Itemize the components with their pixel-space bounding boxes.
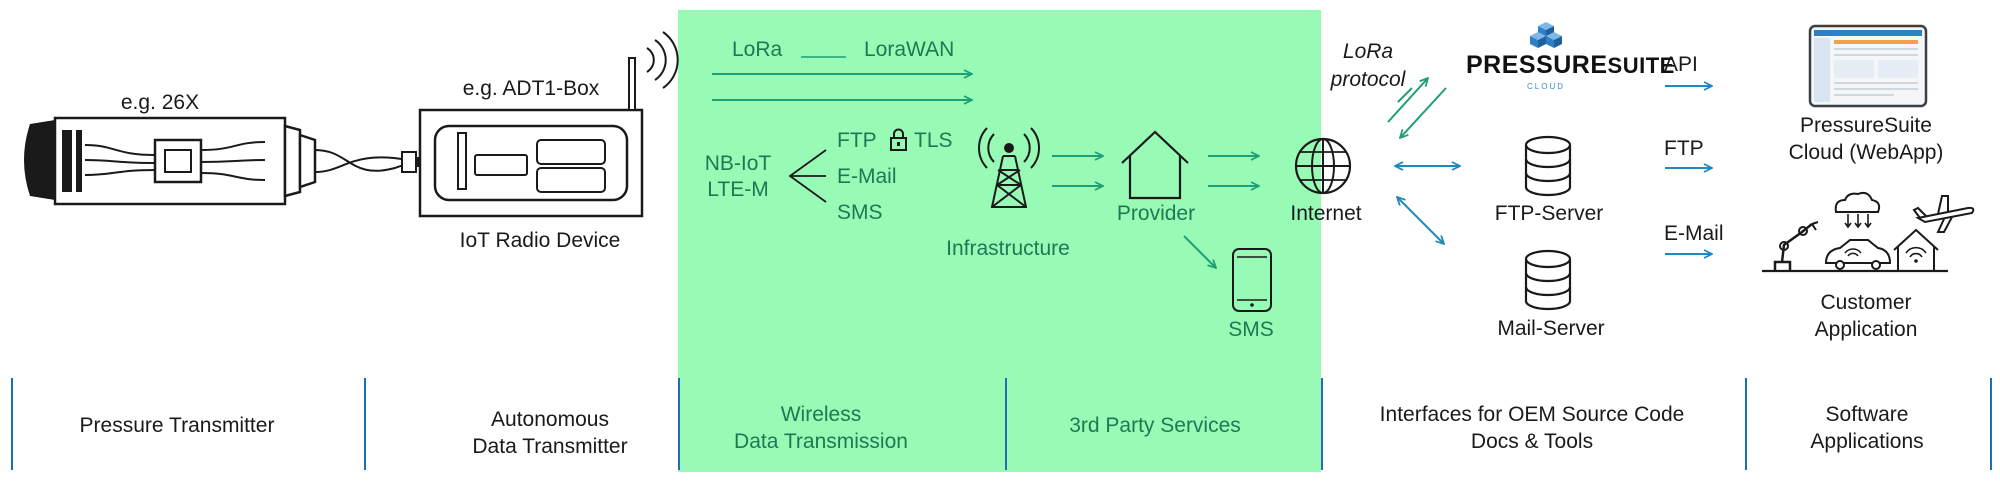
category-software-applications: Software Applications [1810, 401, 1923, 455]
category-line: Interfaces for OEM Source Code [1379, 403, 1685, 426]
category-pressure-transmitter: Pressure Transmitter [80, 412, 275, 439]
ftp-label: FTP [837, 129, 877, 152]
lora-label: LoRa [732, 38, 783, 61]
divider [364, 378, 366, 470]
output-arrows [1665, 86, 1712, 254]
radio-example-label: e.g. ADT1-Box [462, 77, 600, 100]
lora-protocol-label: LoRa protocol [1331, 38, 1406, 94]
server-link-arrows [1395, 166, 1460, 244]
mail-server-label: Mail-Server [1497, 317, 1605, 340]
nbiot-fan-lines [788, 149, 827, 203]
divider [1005, 378, 1007, 470]
mail-database-icon [1524, 249, 1572, 311]
category-autonomous-data-transmitter: Autonomous Data Transmitter [472, 406, 627, 460]
sms-phone-label: SMS [1228, 318, 1274, 341]
pressuresuite-logo: PRESSURESUITE [1466, 51, 1675, 80]
customer-application-icon [1762, 191, 1975, 273]
ltem-line: LTE-M [707, 178, 769, 202]
pressure-transmitter-icon [24, 116, 422, 206]
lock-icon [890, 128, 907, 151]
customer-line1: Customer [1820, 291, 1912, 314]
category-line: Wireless [780, 403, 862, 426]
api-label: API [1664, 53, 1698, 76]
lora-protocol-line2: protocol [1330, 68, 1406, 91]
category-line: 3rd Party Services [1069, 414, 1241, 437]
email-output-label: E-Mail [1664, 222, 1724, 245]
ftp-database-icon [1524, 135, 1572, 197]
brand-cloud: CLOUD [1526, 82, 1566, 91]
divider [11, 378, 13, 470]
cloud-webapp-label: PressureSuite Cloud (WebApp) [1789, 112, 1944, 166]
lorawan-label: LoraWAN [864, 38, 955, 61]
internet-label: Internet [1290, 202, 1362, 225]
category-line: Software [1825, 403, 1909, 426]
divider [1321, 378, 1323, 470]
divider [1990, 378, 1992, 470]
category-line: Data Transmission [734, 430, 908, 453]
ftp-server-label: FTP-Server [1494, 202, 1604, 225]
radio-device-caption: IoT Radio Device [459, 229, 621, 252]
radio-tower-icon [978, 127, 1040, 208]
smartphone-icon [1232, 248, 1272, 312]
email-label: E-Mail [837, 165, 897, 188]
sms-label: SMS [837, 201, 883, 224]
cloud-line1: PressureSuite [1800, 114, 1932, 137]
category-line: Docs & Tools [1470, 430, 1594, 453]
transmitter-example-label: e.g. 26X [120, 91, 200, 114]
lora-protocol-line1: LoRa [1342, 40, 1394, 63]
category-line: Pressure Transmitter [79, 414, 275, 437]
lora-protocol-arrows [1387, 78, 1447, 138]
nbiot-line: NB-IoT [704, 152, 772, 175]
pressuresuite-logo-icon [1530, 22, 1562, 48]
globe-icon [1294, 137, 1352, 195]
category-line: Data Transmitter [472, 435, 628, 458]
category-line: Applications [1810, 430, 1924, 453]
divider [1745, 378, 1747, 470]
infrastructure-label: Infrastructure [946, 237, 1070, 260]
tls-label: TLS [914, 129, 953, 152]
wireless-panel-background [678, 10, 1321, 472]
nbiot-label: NB-IoT LTE-M [705, 151, 772, 204]
customer-line2: Application [1814, 318, 1918, 341]
divider [678, 378, 680, 470]
provider-label: Provider [1116, 202, 1196, 225]
provider-arrows [1183, 156, 1259, 268]
category-wireless-data-transmission: Wireless Data Transmission [734, 401, 908, 455]
category-3rd-party-services: 3rd Party Services [1069, 412, 1241, 439]
infrastructure-arrows [1052, 156, 1103, 186]
brand-suite: SUITE [1607, 53, 1675, 78]
radio-device-icon [418, 31, 679, 218]
lora-arrows [712, 56, 972, 100]
brand-pressure: PRESSURE [1466, 51, 1608, 79]
customer-application-label: Customer Application [1815, 289, 1918, 343]
category-line: Autonomous [491, 408, 609, 431]
cloud-line2: Cloud (WebApp) [1788, 141, 1944, 164]
provider-house-icon [1121, 130, 1189, 200]
ftp-output-label: FTP [1664, 137, 1704, 160]
webapp-screenshot-icon [1808, 24, 1928, 108]
category-interfaces: Interfaces for OEM Source Code Docs & To… [1380, 401, 1685, 455]
